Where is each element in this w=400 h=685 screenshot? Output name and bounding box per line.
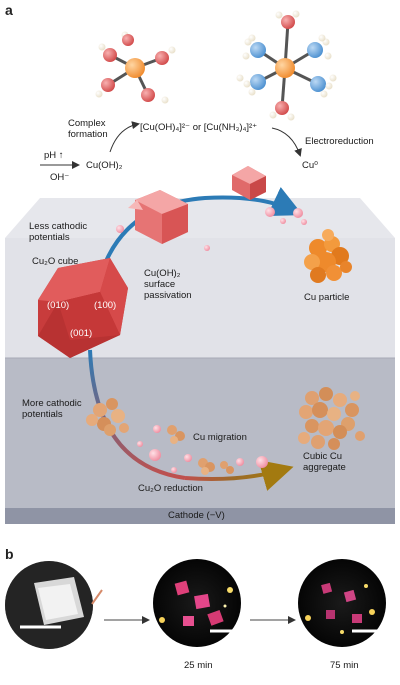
cathode-label: Cathode (−V) [168,510,225,521]
oh-minus-label: OH⁻ [50,172,70,183]
cubic-cu-label-2: aggregate [303,462,346,473]
cu-migration-label: Cu migration [193,432,247,443]
facet-100-label: (100) [94,300,117,311]
less-cathodic-label-2: potentials [29,232,70,243]
more-cathodic-label-2: potentials [22,409,63,420]
cu2o-reduction-label: Cu₂O reduction [138,483,203,494]
cu-particle-cluster [304,229,352,283]
time-label-75: 75 min [330,660,359,671]
cu-nh3-molecule [236,10,337,121]
ph-up-label: pH ↑ [44,150,64,161]
panel-label-b: b [5,546,14,562]
passivated-cube [128,190,188,244]
complex-formation-label-1: Complex [68,118,106,129]
facet-001-label: (001) [70,328,93,339]
complex-formation-arrow [109,121,140,153]
cu-oh2-label: Cu(OH)₂ [86,160,123,171]
panel-label-a: a [5,2,13,18]
cu-migration-clusters [86,398,234,475]
complex-species-label: [Cu(OH)₄]²⁻ or [Cu(NH₃)₄]²⁺ [140,122,258,133]
cu-oh4-molecule [95,31,176,104]
cu2o-cube-label: Cu₂O cube [32,256,79,267]
cu2o-cube [38,258,128,358]
cubic-cu-aggregate [298,387,365,450]
cathode-bar [5,508,395,524]
more-cathodic-label-1: More cathodic [22,398,82,409]
facet-010-label: (010) [47,300,70,311]
cu-particle-label: Cu particle [304,292,350,303]
less-cathodic-arrow [93,187,303,301]
electroreduction-arrow [271,127,302,157]
cubic-cu-label-1: Cubic Cu [303,451,343,462]
passivation-label-2: surface [144,279,176,290]
passivation-label-1: Cu(OH)₂ [144,268,181,279]
less-cathodic-label-1: Less cathodic [29,221,88,232]
electroreduction-label: Electroreduction [305,136,374,147]
panel-b-image-2 [153,559,241,647]
complex-formation-label-2: formation [68,129,108,140]
hydroxide-dots [116,207,307,473]
panel-b-image-3 [298,559,386,647]
small-cube-top [232,166,266,200]
more-cathodic-arrow [88,349,294,491]
time-label-25: 25 min [184,660,213,671]
passivation-label-3: passivation [144,290,192,301]
panel-b-image-1 [5,561,103,649]
cu0-label: Cu⁰ [302,160,318,171]
